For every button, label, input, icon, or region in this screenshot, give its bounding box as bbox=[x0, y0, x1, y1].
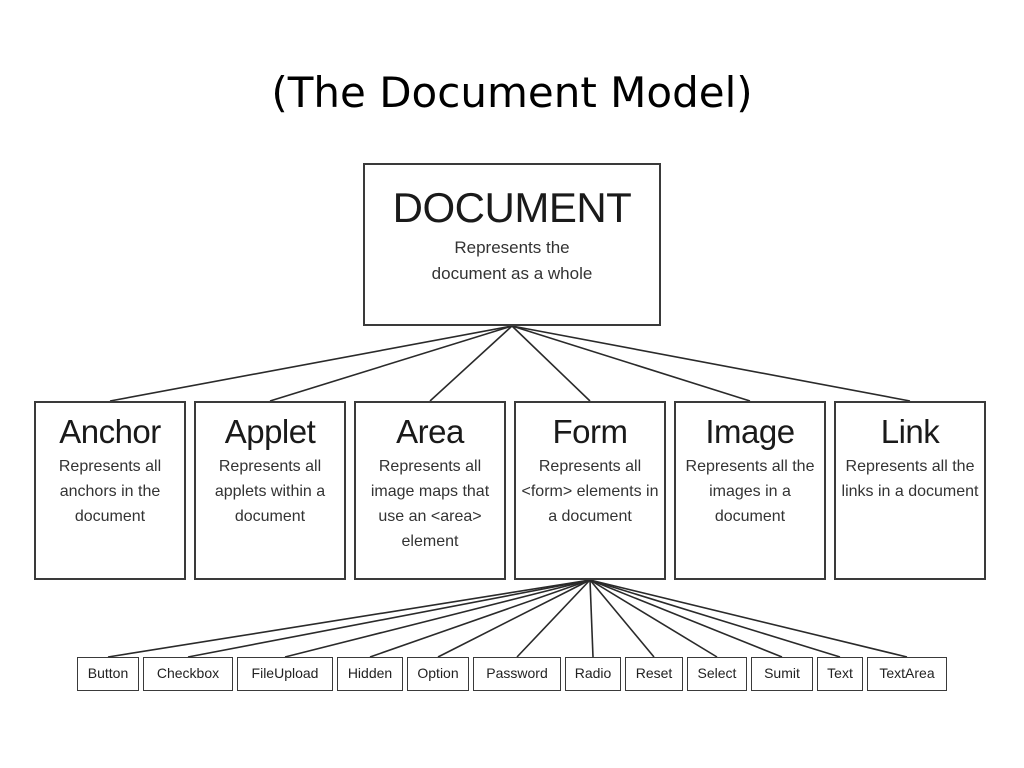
leaf-option: Option bbox=[407, 657, 469, 691]
node-description: Represents all applets within a document bbox=[214, 458, 326, 525]
form-connector-11 bbox=[589, 579, 908, 658]
leaf-password: Password bbox=[473, 657, 561, 691]
area-node: Area Represents all image maps that use … bbox=[354, 401, 506, 580]
image-node: Image Represents all the images in a doc… bbox=[674, 401, 826, 580]
leaf-reset: Reset bbox=[625, 657, 683, 691]
form-node: Form Represents all <form> elements in a… bbox=[514, 401, 666, 580]
form-connector-10 bbox=[589, 579, 841, 658]
node-description: Represents all the links in a document bbox=[841, 458, 979, 500]
root-connector-5 bbox=[511, 325, 911, 402]
form-connector-6 bbox=[589, 579, 594, 658]
root-connector-4 bbox=[511, 325, 751, 402]
node-title: Anchor bbox=[59, 413, 161, 450]
leaf-textarea: TextArea bbox=[867, 657, 947, 691]
form-connector-2 bbox=[284, 579, 591, 658]
form-connector-7 bbox=[589, 579, 655, 658]
node-title: Form bbox=[552, 413, 629, 450]
leaf-radio: Radio bbox=[565, 657, 621, 691]
document-node-title: DOCUMENT bbox=[392, 184, 632, 231]
node-title: Image bbox=[705, 413, 795, 450]
form-connector-8 bbox=[589, 579, 718, 658]
form-connector-9 bbox=[589, 579, 783, 658]
leaf-button: Button bbox=[77, 657, 139, 691]
form-connector-0 bbox=[107, 579, 591, 658]
leaf-text: Text bbox=[817, 657, 863, 691]
link-node: Link Represents all the links in a docum… bbox=[834, 401, 986, 580]
form-connector-5 bbox=[516, 579, 591, 658]
node-title: Applet bbox=[224, 413, 316, 450]
form-connector-1 bbox=[187, 579, 591, 658]
node-description: Represents all the images in a document bbox=[685, 458, 815, 525]
leaf-hidden: Hidden bbox=[337, 657, 403, 691]
leaf-select: Select bbox=[687, 657, 747, 691]
node-description: Represents all <form> elements in a docu… bbox=[521, 458, 659, 525]
document-node-description: Represents the document as a whole bbox=[431, 238, 593, 283]
root-connector-1 bbox=[269, 325, 513, 402]
leaf-sumit: Sumit bbox=[751, 657, 813, 691]
form-connector-4 bbox=[437, 579, 591, 658]
anchor-node: Anchor Represents all anchors in the doc… bbox=[34, 401, 186, 580]
node-description: Represents all image maps that use an <a… bbox=[370, 458, 490, 550]
node-title: Area bbox=[396, 413, 464, 450]
root-connector-2 bbox=[429, 325, 513, 402]
node-description: Represents all anchors in the document bbox=[58, 458, 162, 525]
slide-title: (The Document Model) bbox=[271, 68, 753, 117]
applet-node: Applet Represents all applets within a d… bbox=[194, 401, 346, 580]
document-node: DOCUMENT Represents the document as a wh… bbox=[363, 163, 661, 326]
leaf-checkbox: Checkbox bbox=[143, 657, 233, 691]
root-connector-0 bbox=[109, 325, 513, 402]
root-connector-3 bbox=[511, 325, 591, 402]
leaf-fileupload: FileUpload bbox=[237, 657, 333, 691]
form-connector-3 bbox=[369, 579, 591, 658]
node-title: Link bbox=[880, 413, 940, 450]
